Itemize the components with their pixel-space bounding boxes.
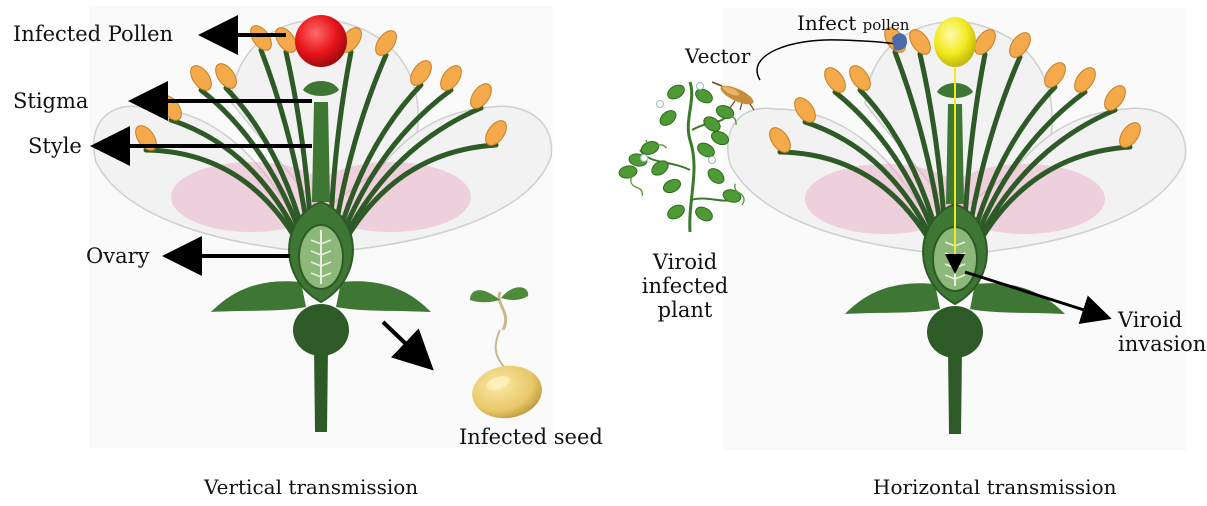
pollen-word: pollen [863, 16, 910, 34]
viroid-invasion-line-2: invasion [1118, 332, 1206, 356]
stigma-label: Stigma [13, 89, 88, 113]
plant-leaf [649, 158, 671, 178]
plant-leaf [665, 82, 687, 101]
plant-leaf [657, 108, 679, 129]
plant-leaf [693, 86, 715, 105]
vector-label: Vector [685, 45, 750, 68]
infect-label: Infect pollen [797, 12, 909, 35]
plant-flower [697, 83, 704, 90]
plant-flower [709, 157, 716, 164]
plant-tendril [629, 175, 643, 198]
vertical-transmission-label: Vertical transmission [204, 476, 418, 499]
plant-leaf [661, 177, 682, 195]
plant-leaf [701, 114, 723, 134]
viroid-infected-plant-line-2: infected [640, 274, 730, 298]
plant-leaf [693, 204, 715, 223]
plant-flower [641, 155, 648, 162]
horizontal-transmission-label: Horizontal transmission [873, 476, 1117, 499]
plant-leaf [618, 165, 638, 180]
infect-word: Infect [797, 11, 856, 35]
plant-stem [688, 82, 694, 232]
pollen-grain [934, 17, 976, 67]
viroid-infected-plant-line-3: plant [640, 298, 730, 322]
style [312, 102, 330, 202]
viroid-infected-plant-line-1: Viroid [640, 250, 730, 274]
ovary-label: Ovary [86, 244, 150, 268]
viroid-infected-plant-label: Viroid infected plant [640, 250, 730, 322]
stem [314, 347, 328, 432]
stem [948, 349, 962, 434]
plant-leaf [665, 202, 687, 221]
viroid-invasion-label: Viroid invasion [1118, 308, 1206, 356]
infected-seed-label: Infected seed [459, 425, 603, 449]
infected-pollen-grain [295, 15, 347, 67]
plant-flower [657, 101, 664, 108]
style-label: Style [28, 134, 82, 158]
infected-pollen-label: Infected Pollen [13, 22, 173, 46]
viroid-invasion-line-1: Viroid [1118, 308, 1206, 332]
